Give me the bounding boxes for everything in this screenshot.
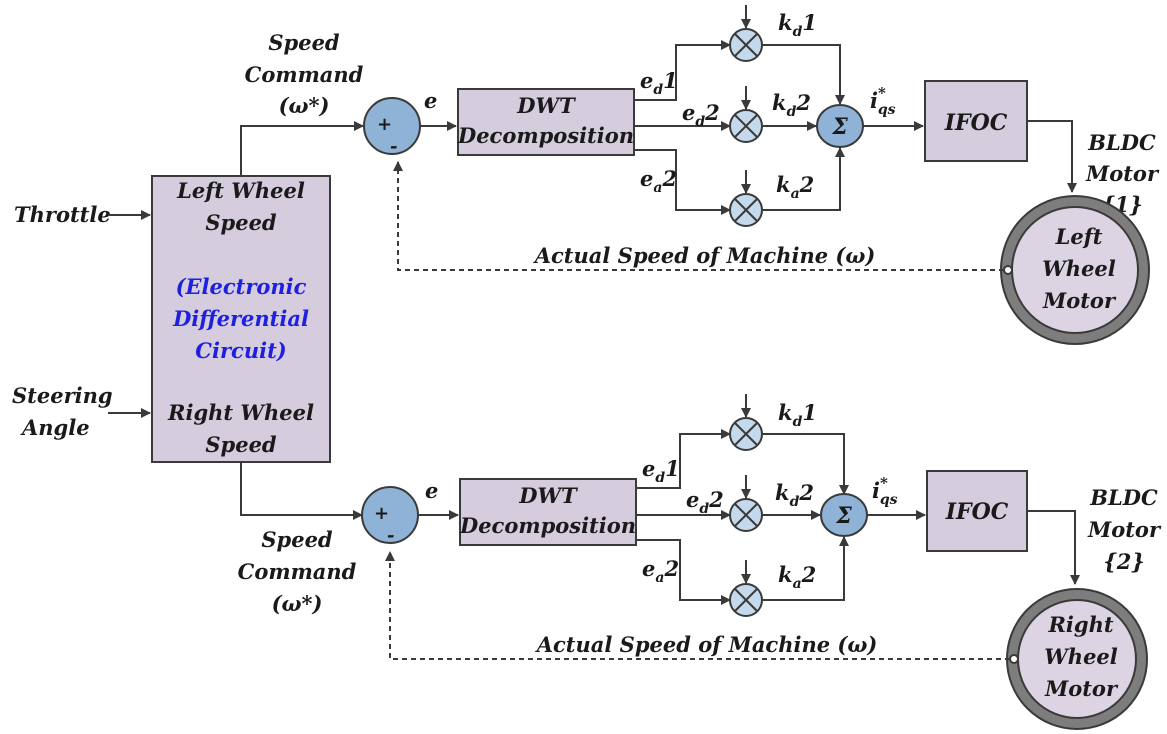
steering-label-line1: Steering <box>12 383 113 408</box>
multiplier-kd2 <box>729 475 763 532</box>
dwt-label-line2: Decomposition <box>457 123 634 148</box>
ka2-label: ka2 <box>776 172 814 202</box>
left-wheel-speed-line1: Left Wheel <box>176 178 305 203</box>
kd1-to-sum-wire <box>762 433 849 495</box>
ed2-label: ed2 <box>686 487 724 517</box>
speed-command-line2: Command <box>245 62 364 87</box>
right-wheel-motor-line3: Motor <box>1044 676 1119 701</box>
kd2-label: kd2 <box>772 90 811 120</box>
ifoc-label: IFOC <box>944 110 1008 136</box>
multiplier-ka2 <box>729 170 763 227</box>
ifoc-block <box>924 80 1028 162</box>
multiplier-ka2 <box>729 560 763 617</box>
ifoc-to-motor-wire <box>1027 510 1080 585</box>
dwt-block <box>457 88 635 156</box>
right-wheel-speed-line1: Right Wheel <box>167 400 314 425</box>
speed-command-wire <box>240 121 364 176</box>
summer-symbol: Σ <box>831 114 848 140</box>
ifoc-to-motor-wire <box>1027 120 1077 193</box>
multiplier-kd2 <box>729 86 763 143</box>
speed-command-wire <box>240 462 363 520</box>
iqs-label: i*qs <box>870 84 896 118</box>
ea2-wire <box>636 539 731 605</box>
ed1-label: ed1 <box>640 68 678 98</box>
throttle-label: Throttle <box>14 202 111 227</box>
sum-minus: - <box>390 136 397 157</box>
speed-command-line3: (ω*) <box>272 591 323 616</box>
sum-plus: + <box>377 114 392 135</box>
iqs-label: i*qs <box>872 474 898 508</box>
speed-command-line3: (ω*) <box>279 93 330 118</box>
sum-plus: + <box>374 503 389 524</box>
ka2-to-sum-wire <box>762 147 845 211</box>
circuit-label-line3: Circuit) <box>195 338 286 363</box>
feedback-wire <box>393 161 1004 271</box>
bldc-label-line2: Motor <box>1087 517 1162 542</box>
speed-command-line2: Command <box>238 559 357 584</box>
error-label: e <box>425 478 438 503</box>
bldc-label-line3: {2} <box>1103 549 1145 574</box>
bldc-label-line1: BLDC <box>1087 130 1156 155</box>
bldc-label-line2: Motor <box>1085 161 1160 186</box>
steering-label-line2: Angle <box>20 415 90 440</box>
feedback-tap <box>1009 654 1019 664</box>
ed1-wire <box>634 40 731 101</box>
circuit-label-line1: (Electronic <box>176 274 307 299</box>
kd1-label: kd1 <box>778 10 817 40</box>
top-control-loop: Speed Command (ω*) + - e DWT Decompositi… <box>240 5 1160 345</box>
error-label: e <box>424 88 437 113</box>
right-wheel-motor-line2: Wheel <box>1044 644 1118 669</box>
dwt-label-line1: DWT <box>518 483 578 508</box>
speed-command-line1: Speed <box>268 30 340 55</box>
kd2-label: kd2 <box>775 480 814 510</box>
ed1-wire <box>636 429 731 489</box>
kd1-to-sum-wire <box>762 44 845 105</box>
dwt-block <box>459 478 637 546</box>
dwt-label-line2: Decomposition <box>459 513 636 538</box>
bldc-label-line1: BLDC <box>1089 485 1158 510</box>
bottom-control-loop: Speed Command (ω*) + - e DWT Decompositi… <box>238 394 1162 730</box>
left-wheel-motor-line2: Wheel <box>1042 256 1116 281</box>
ka2-label: ka2 <box>778 562 816 592</box>
circuit-label-line2: Differential <box>172 306 309 331</box>
ifoc-label: IFOC <box>945 499 1009 525</box>
ea2-label: ea2 <box>642 556 679 586</box>
ea2-label: ea2 <box>640 166 677 196</box>
left-wheel-motor-line3: Motor <box>1042 288 1117 313</box>
feedback-label: Actual Speed of Machine (ω) <box>535 632 878 657</box>
ka2-to-sum-wire <box>762 536 849 601</box>
multiplier-kd1 <box>729 394 763 451</box>
left-wheel-motor-line1: Left <box>1055 224 1103 249</box>
left-wheel-speed-line2: Speed <box>205 210 277 235</box>
right-wheel-speed-line2: Speed <box>205 432 277 457</box>
ed1-label: ed1 <box>642 456 680 486</box>
ed2-label: ed2 <box>682 100 720 130</box>
speed-command-line1: Speed <box>261 527 333 552</box>
sum-minus: - <box>387 525 394 546</box>
dwt-label-line1: DWT <box>516 93 576 118</box>
multiplier-kd1 <box>729 5 763 62</box>
right-wheel-motor-line1: Right <box>1047 612 1113 637</box>
kd1-label: kd1 <box>778 400 817 430</box>
ea2-wire <box>634 149 731 215</box>
feedback-label: Actual Speed of Machine (ω) <box>533 243 876 268</box>
feedback-tap <box>1003 265 1013 275</box>
summer-symbol: Σ <box>835 503 852 529</box>
electronic-differential-block <box>151 175 331 463</box>
